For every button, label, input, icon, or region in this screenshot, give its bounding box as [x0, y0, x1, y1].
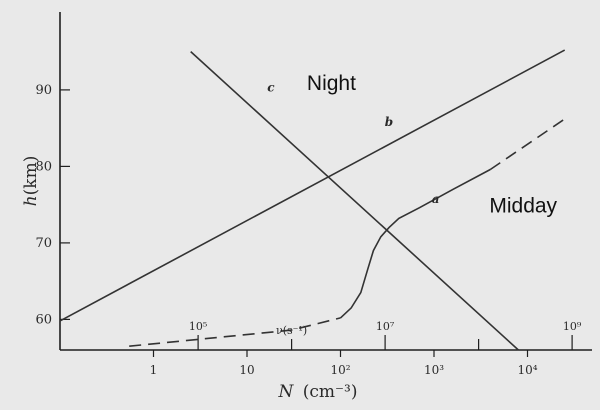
x-axis-label: N (cm⁻³) — [278, 382, 358, 402]
y-tick-label: 70 — [35, 236, 52, 251]
x-tick-label: 10³ — [424, 363, 444, 377]
series-a-solid — [339, 168, 491, 319]
secondary-axis-tick-label: 10⁷ — [376, 320, 395, 333]
series-curves — [59, 49, 566, 351]
secondary-axis-tick-label: 10⁵ — [189, 320, 207, 333]
x-axis-label-main: N — [278, 382, 295, 402]
y-axis-label-unit: (km) — [21, 156, 41, 196]
x-axis-label-unit: (cm⁻³) — [303, 382, 358, 402]
x-tick-label: 10 — [239, 363, 254, 377]
y-tick-label: 80 — [35, 159, 52, 174]
series-a-dashed — [489, 118, 566, 171]
annotation-midday: Midday — [489, 194, 557, 217]
y-axis-label: h(km) — [21, 156, 41, 207]
axis-ticks: 1 10 10² 10³ 10⁴ 60 70 80 90 10⁵ 10⁷ 10⁹ — [35, 83, 581, 377]
curve-label-a: a — [432, 192, 440, 206]
y-axis-label-main: h — [21, 195, 41, 206]
series-c-solid — [190, 51, 519, 351]
annotation-night: Night — [307, 72, 356, 95]
series-b-solid — [59, 49, 566, 322]
y-tick-label: 90 — [35, 83, 52, 98]
curve-label-c: c — [267, 80, 275, 94]
plot-area — [59, 12, 592, 351]
x-tick-label: 10⁴ — [517, 363, 537, 377]
series-a-dashed — [129, 317, 341, 347]
secondary-axis-tick-label: 10⁹ — [563, 320, 582, 333]
x-tick-label: 10² — [330, 363, 350, 377]
x-tick-label: 1 — [150, 363, 158, 377]
curve-label-b: b — [385, 115, 393, 129]
secondary-axis-label: ν(s⁻¹) — [276, 324, 307, 337]
y-tick-label: 60 — [35, 312, 52, 327]
